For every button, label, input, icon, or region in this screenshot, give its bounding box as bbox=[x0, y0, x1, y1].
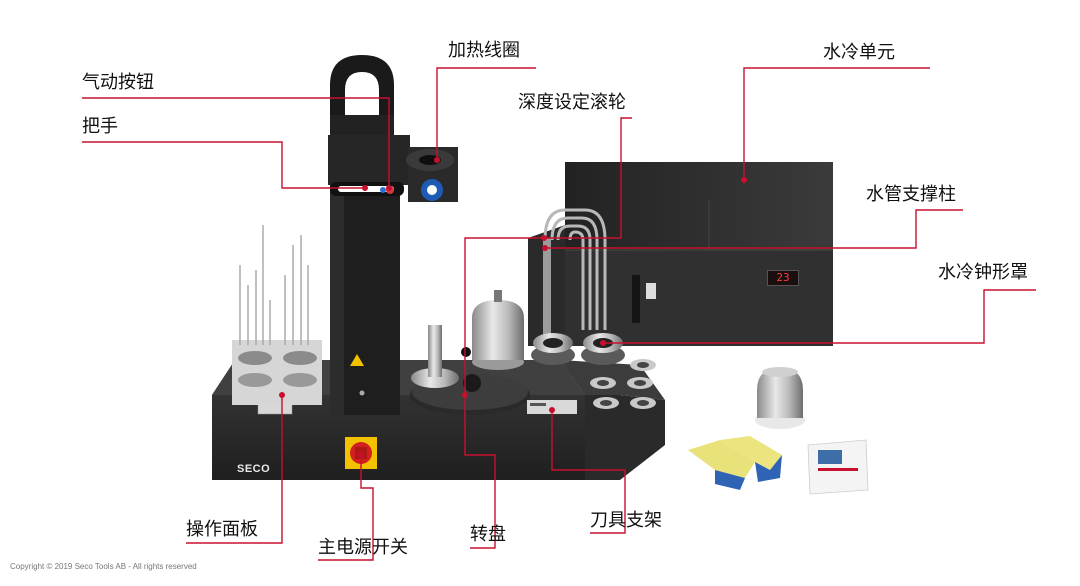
gloves bbox=[688, 436, 782, 490]
leader-pneumatic-button bbox=[82, 97, 390, 188]
leader-depth-roller bbox=[544, 117, 632, 239]
leader-water-cooling-bell bbox=[603, 289, 1036, 344]
label-control-panel: 操作面板 bbox=[186, 519, 258, 540]
label-main-power-switch: 主电源开关 bbox=[318, 537, 408, 558]
leader-handle bbox=[82, 141, 365, 189]
leader-tool-rack bbox=[551, 410, 626, 534]
leader-control-panel bbox=[186, 395, 283, 544]
copyright-text: Copyright © 2019 Seco Tools AB - All rig… bbox=[10, 562, 197, 571]
water-pipes bbox=[543, 208, 607, 330]
label-depth-roller: 深度设定滚轮 bbox=[518, 92, 626, 113]
turntable[interactable] bbox=[410, 290, 530, 415]
heating-column bbox=[328, 55, 410, 415]
leader-heating-coil bbox=[436, 67, 536, 160]
heating-coil bbox=[406, 147, 458, 202]
spare-cooling-bell bbox=[755, 367, 805, 429]
leader-turntable bbox=[464, 237, 544, 549]
label-water-cooling-unit: 水冷单元 bbox=[823, 42, 895, 63]
label-pneumatic-button: 气动按钮 bbox=[82, 72, 154, 93]
temperature-display: 23 bbox=[767, 270, 799, 286]
label-water-pipe-support: 水管支撑柱 bbox=[866, 184, 956, 205]
water-cooling-unit bbox=[528, 162, 833, 346]
manual-booklet bbox=[807, 439, 869, 495]
leader-water-pipe-support bbox=[545, 209, 963, 249]
label-handle: 把手 bbox=[82, 116, 118, 137]
brand-logo: SECO bbox=[237, 463, 271, 475]
water-pipe-support-post bbox=[543, 238, 551, 358]
tool-holder-rack bbox=[232, 225, 322, 405]
label-heating-coil: 加热线圈 bbox=[448, 40, 520, 61]
leader-water-cooling-unit bbox=[743, 67, 930, 180]
leader-lines bbox=[82, 67, 1036, 561]
cooling-bells bbox=[531, 333, 656, 409]
leader-dots bbox=[279, 157, 747, 458]
label-tool-rack: 刀具支架 bbox=[590, 510, 662, 531]
label-turntable: 转盘 bbox=[470, 524, 506, 545]
leader-main-power-switch bbox=[318, 455, 374, 561]
label-water-cooling-bell: 水冷钟形罩 bbox=[938, 262, 1028, 283]
